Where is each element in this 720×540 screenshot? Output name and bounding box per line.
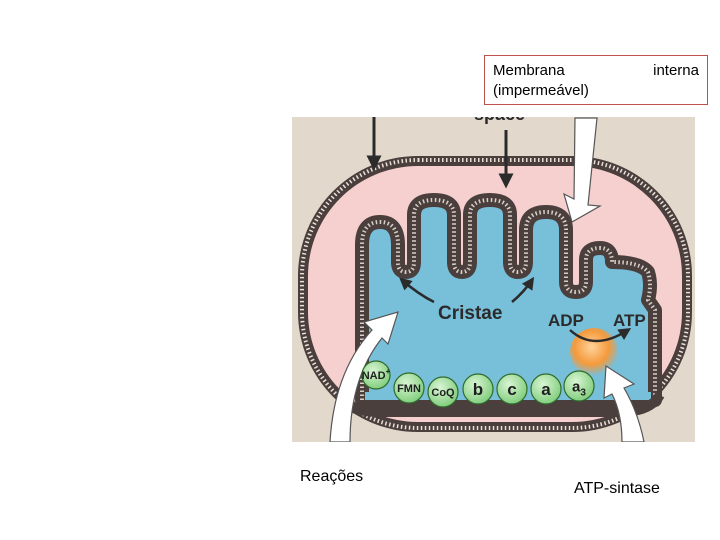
- atp-label: ATP: [613, 311, 646, 330]
- chain-label-1: FMN: [397, 383, 421, 395]
- chain-ball-0: [361, 360, 391, 390]
- cristae-label: Cristae: [438, 303, 502, 324]
- chain-ball-3: [462, 373, 494, 405]
- cristae-arrow-left: [399, 277, 435, 304]
- chain-label-3: b: [473, 380, 483, 399]
- chain-label-0: NAD+: [362, 367, 391, 382]
- chain-ball-6: [563, 370, 595, 402]
- label-atp-sintase: ATP-sintase: [574, 480, 660, 497]
- chain-ball-2: [427, 376, 459, 408]
- inner-membrane-callout: Membrana interna (impermeável): [484, 55, 708, 105]
- white-arrow-bottom-left: [329, 311, 399, 442]
- chain-label-6: a3: [572, 378, 586, 398]
- callout-word-membrana: Membrana: [493, 62, 565, 79]
- chain-label-5: a: [541, 380, 551, 399]
- chain-ball-1: [393, 372, 425, 404]
- partial-top-label: space: [474, 104, 525, 124]
- adp-atp-arrow: [569, 327, 632, 343]
- chain-label-2: CoQ: [431, 387, 455, 399]
- chain-ball-4: [496, 373, 528, 405]
- electron-transport-chain: NAD+ FMN CoQ b c a a3: [361, 360, 595, 408]
- label-reacoes: Reações: [300, 468, 364, 485]
- chain-label-4: c: [507, 380, 516, 399]
- adp-label: ADP: [548, 311, 584, 330]
- cristae-arrow-right: [511, 276, 535, 303]
- white-arrow-bottom-right: [603, 364, 645, 442]
- callout-line-impermeavel: (impermeável): [493, 82, 589, 99]
- figure-panel: space Cristae ADP ATP NAD+ FMN CoQ b c a a3: [292, 104, 695, 442]
- chain-ball-5: [530, 373, 562, 405]
- white-arrow-top: [563, 117, 602, 223]
- callout-word-interna: interna: [653, 62, 699, 79]
